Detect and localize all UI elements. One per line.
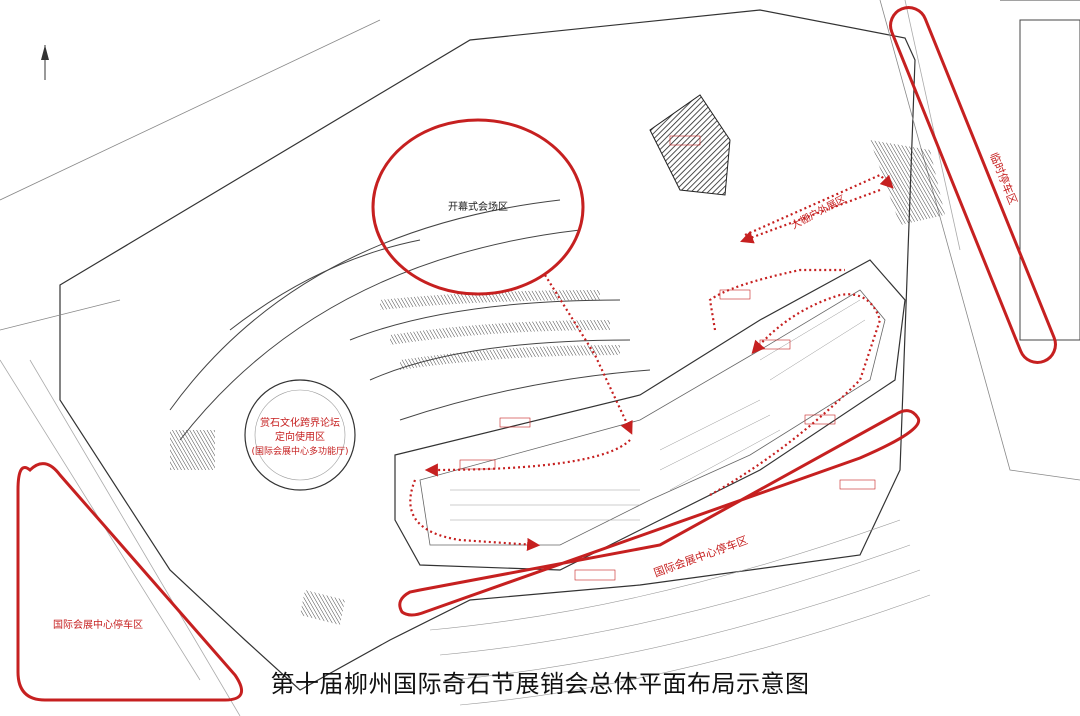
tent-area-label: 大棚户外展区 [789,192,848,232]
building-arc [369,339,631,381]
forum-label-line1: 赏石文化跨界论坛 [260,416,340,429]
parking-left-zone[interactable] [16,462,244,702]
building-block-right [1019,19,1080,341]
forum-rotunda [244,379,356,491]
building-arc [229,239,421,331]
opening-venue-zone[interactable] [371,118,585,296]
road-line [0,19,381,201]
striped-band [400,345,620,370]
road-line [0,299,121,331]
parking-left-label: 国际会展中心停车区 [53,618,143,631]
building-arc [349,299,621,341]
striped-band [390,320,610,345]
forum-rotunda-inner [254,389,346,481]
striped-band [380,290,600,310]
visitor-flow [409,173,894,552]
striped-band [870,140,945,225]
hall-sublabels [459,135,876,581]
exhibition-hall [394,259,906,571]
building-arc [179,229,581,441]
north-arrow-icon [41,45,49,80]
temp-parking-zone[interactable] [885,2,1061,368]
hall-grid [450,299,866,521]
striped-band [300,590,345,625]
opening-venue-label: 开幕式会场区 [448,200,508,213]
building-arc [169,199,561,411]
forum-label-line2: 定向使用区 [275,430,325,443]
parking-rows [429,519,931,706]
striped-band [170,430,215,470]
road-line [879,0,1080,481]
map-title: 第十届柳州国际奇石节展销会总体平面布局示意图 [270,670,810,698]
site-boundary [59,9,916,691]
road-line [29,359,241,716]
building-arc [399,369,651,421]
road-line [904,0,961,251]
forum-label-line3: (国际会展中心多功能厅) [251,445,348,457]
hall-inner [419,289,886,546]
parking-bottom-zone[interactable] [398,409,921,617]
temp-parking-label: 临时停车区 [987,150,1021,206]
